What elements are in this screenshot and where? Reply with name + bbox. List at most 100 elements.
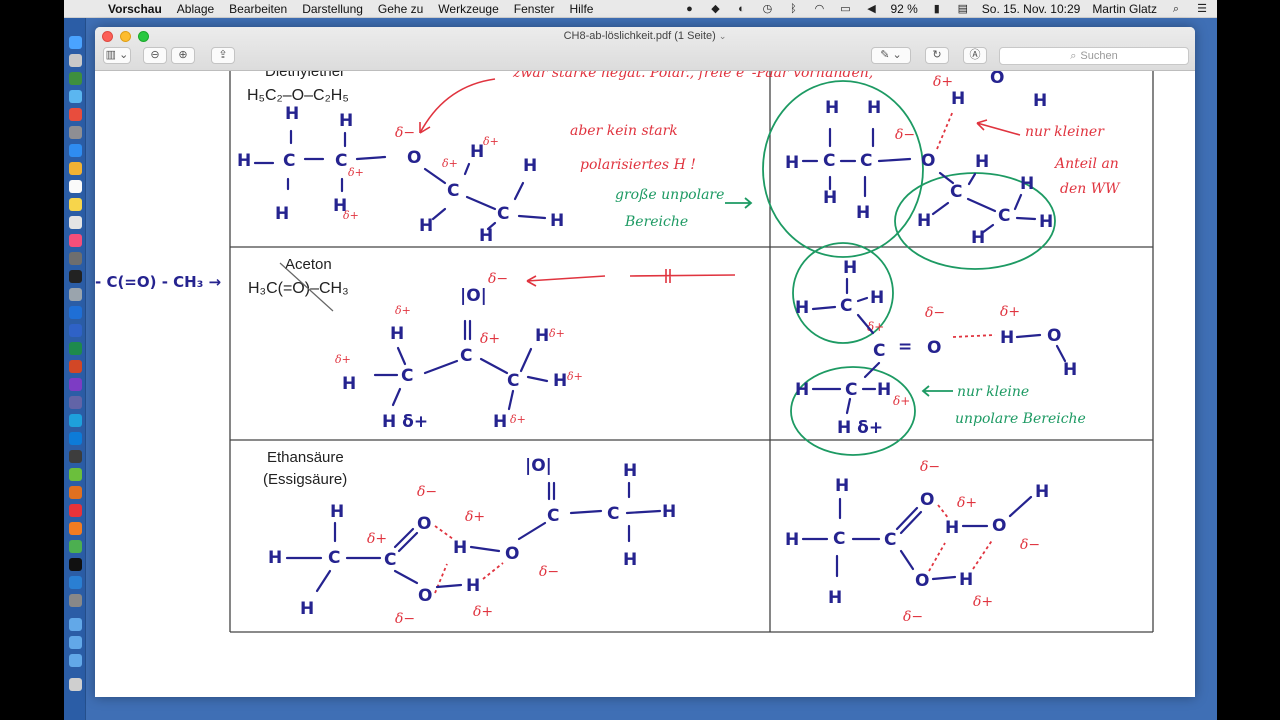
record-icon[interactable]: ● bbox=[686, 2, 693, 15]
skype-icon[interactable] bbox=[69, 414, 82, 427]
atom-o: O bbox=[418, 586, 432, 606]
chevron-down-icon[interactable]: ⌄ bbox=[718, 31, 727, 41]
wifi-icon[interactable]: ◠ bbox=[814, 2, 825, 15]
sidebar-toggle-button[interactable]: ▥ ⌄ bbox=[103, 47, 131, 64]
atom-h: H bbox=[623, 550, 637, 570]
bluetooth-icon[interactable]: ᛒ bbox=[790, 2, 797, 15]
sync-icon[interactable]: ◐ bbox=[738, 2, 745, 15]
app-icon[interactable] bbox=[69, 450, 82, 463]
app-icon[interactable] bbox=[69, 468, 82, 481]
safari-icon[interactable] bbox=[69, 144, 82, 157]
worksheet-page: Diethylether H₅C₂–O–C₂H₅ H C C H H H bbox=[95, 71, 1154, 633]
atom-h: H bbox=[867, 98, 881, 118]
app-icon[interactable] bbox=[69, 594, 82, 607]
calendar-icon[interactable] bbox=[69, 180, 82, 193]
launchpad-icon[interactable] bbox=[69, 54, 82, 67]
menu-bearbeiten[interactable]: Bearbeiten bbox=[229, 2, 288, 16]
menu-darstellung[interactable]: Darstellung bbox=[302, 2, 363, 16]
row1-note-line3: polarisiertes H ! bbox=[580, 157, 696, 173]
zoom-out-button[interactable]: ⊖ bbox=[143, 47, 167, 64]
atom-c: C bbox=[335, 151, 347, 171]
app-icon[interactable] bbox=[69, 72, 82, 85]
battery-percent[interactable]: 92 % bbox=[890, 2, 918, 16]
menu-gehe-zu[interactable]: Gehe zu bbox=[377, 2, 424, 16]
menu-app-name[interactable]: Vorschau bbox=[108, 2, 162, 16]
user-name[interactable]: Martin Glatz bbox=[1092, 2, 1157, 16]
keyboard-icon[interactable]: ▤ bbox=[957, 2, 968, 15]
teams-icon[interactable] bbox=[69, 396, 82, 409]
zoom-in-icon: ⊕ bbox=[178, 49, 188, 61]
dropbox-icon[interactable]: ◆ bbox=[711, 2, 720, 15]
app-icon[interactable] bbox=[69, 504, 82, 517]
atom-h: H bbox=[1063, 360, 1077, 380]
atom-h: H bbox=[550, 211, 564, 231]
fullscreen-button[interactable] bbox=[138, 31, 149, 42]
atom-c: C bbox=[823, 151, 835, 171]
menu-ablage[interactable]: Ablage bbox=[176, 2, 215, 16]
app-icon[interactable] bbox=[69, 432, 82, 445]
atom-c: C bbox=[328, 548, 340, 568]
zoom-in-button[interactable]: ⊕ bbox=[171, 47, 195, 64]
pdf-content[interactable]: Diethylether H₅C₂–O–C₂H₅ H C C H H H bbox=[95, 71, 1195, 697]
menu-hilfe[interactable]: Hilfe bbox=[569, 2, 594, 16]
close-button[interactable] bbox=[102, 31, 113, 42]
atom-h: H bbox=[1000, 328, 1014, 348]
delta-plus-label: δ+ bbox=[348, 166, 364, 179]
finder-icon[interactable] bbox=[69, 36, 82, 49]
firefox-icon[interactable] bbox=[69, 486, 82, 499]
app-icon[interactable] bbox=[69, 540, 82, 553]
search-input[interactable]: ⌕Suchen bbox=[999, 47, 1189, 65]
atom-c: C bbox=[860, 151, 872, 171]
app-icon[interactable] bbox=[69, 252, 82, 265]
app-icon[interactable] bbox=[69, 576, 82, 589]
menu-fenster[interactable]: Fenster bbox=[513, 2, 555, 16]
delta-plus-label: δ+ bbox=[893, 394, 910, 408]
row1-left-molecule: H C C H H H H δ+ δ+ bbox=[237, 104, 387, 224]
notification-center-icon[interactable]: ☰ bbox=[1197, 2, 1207, 15]
time-machine-icon[interactable]: ◷ bbox=[762, 2, 773, 15]
pencil-stroke bbox=[279, 262, 334, 312]
atom-h: H bbox=[479, 226, 493, 246]
app-icon[interactable] bbox=[69, 162, 82, 175]
app-icon[interactable] bbox=[69, 216, 82, 229]
folder-icon[interactable] bbox=[69, 618, 82, 631]
rotate-button[interactable]: ↻ bbox=[925, 47, 949, 64]
obs-icon[interactable] bbox=[69, 558, 82, 571]
row3-middle-dimer: H C H H C δ+ O δ− H δ+ bbox=[268, 456, 676, 627]
folder-icon[interactable] bbox=[69, 636, 82, 649]
atom-h: H bbox=[623, 461, 637, 481]
airplay-icon[interactable]: ▭ bbox=[840, 2, 851, 15]
menu-werkzeuge[interactable]: Werkzeuge bbox=[438, 2, 499, 16]
markup-button[interactable]: ✎ ⌄ bbox=[871, 47, 911, 64]
atom-h: H bbox=[662, 502, 676, 522]
notes-icon[interactable] bbox=[69, 198, 82, 211]
atom-h: H bbox=[945, 518, 959, 538]
green-circle bbox=[762, 80, 924, 258]
atom-h: H bbox=[843, 258, 857, 278]
minimize-button[interactable] bbox=[120, 31, 131, 42]
atom-c: C bbox=[845, 380, 857, 400]
onenote-icon[interactable] bbox=[69, 378, 82, 391]
status-area: ● ◆ ◐ ◷ ᛒ ◠ ▭ ◀ 92 % ▮ ▤ So. 15. Nov. 10… bbox=[682, 2, 1209, 16]
app-icon[interactable] bbox=[69, 108, 82, 121]
word-icon[interactable] bbox=[69, 324, 82, 337]
powerpoint-icon[interactable] bbox=[69, 360, 82, 373]
trash-icon[interactable] bbox=[69, 678, 82, 691]
clock[interactable]: So. 15. Nov. 10:29 bbox=[981, 2, 1081, 16]
share-button[interactable]: ⇪ bbox=[211, 47, 235, 64]
downloads-icon[interactable] bbox=[69, 654, 82, 667]
red-arrow bbox=[976, 119, 1021, 136]
music-icon[interactable] bbox=[69, 234, 82, 247]
app-icon[interactable] bbox=[69, 270, 82, 283]
app-icon[interactable] bbox=[69, 306, 82, 319]
volume-icon[interactable]: ◀ bbox=[867, 2, 876, 15]
vlc-icon[interactable] bbox=[69, 522, 82, 535]
annotate-button[interactable]: Ⓐ bbox=[963, 47, 987, 64]
excel-icon[interactable] bbox=[69, 342, 82, 355]
battery-icon[interactable]: ▮ bbox=[933, 2, 940, 15]
spotlight-icon[interactable]: ⌕ bbox=[1172, 2, 1180, 15]
atom-h: H bbox=[825, 98, 839, 118]
app-icon[interactable] bbox=[69, 288, 82, 301]
app-icon[interactable] bbox=[69, 90, 82, 103]
app-icon[interactable] bbox=[69, 126, 82, 139]
